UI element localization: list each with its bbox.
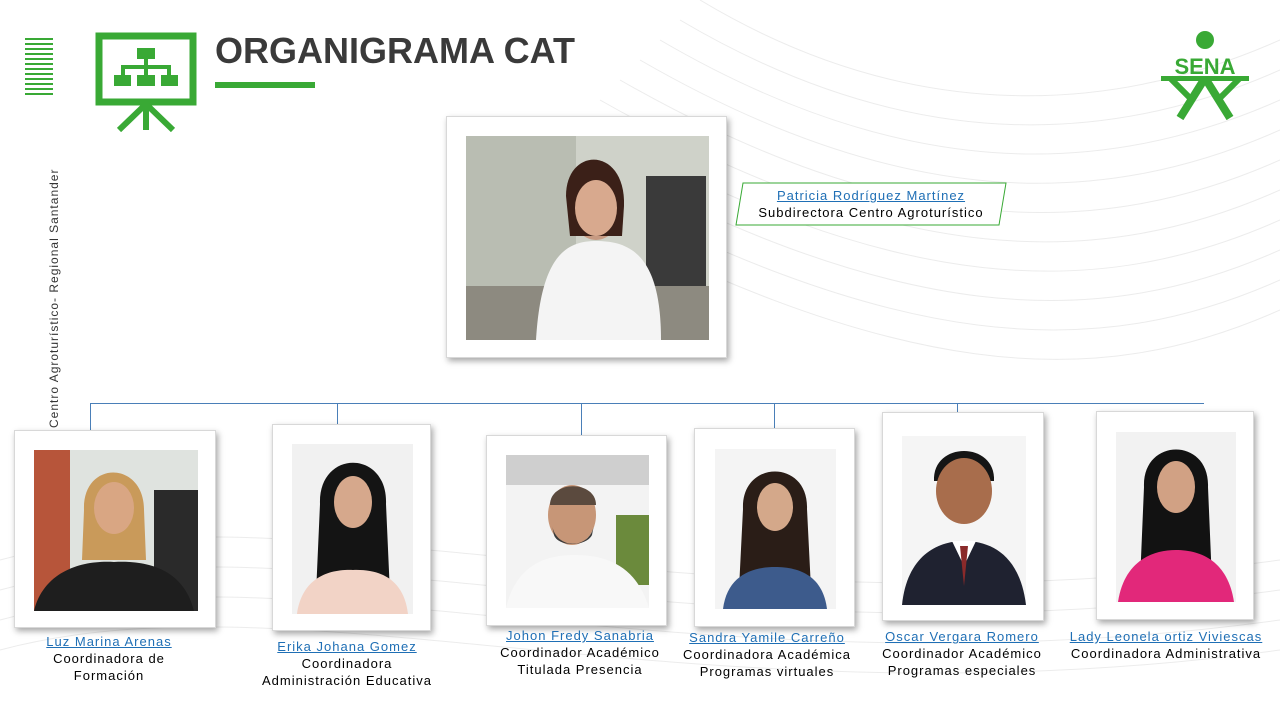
connector-drop-5 [957, 403, 958, 412]
title-underline [215, 82, 315, 88]
page-title: ORGANIGRAMA CAT [215, 30, 575, 71]
staff-name-link[interactable]: Erika Johana Gomez [277, 639, 417, 654]
staff-name-link[interactable]: Lady Leonela ortiz Viviescas [1069, 629, 1263, 644]
leader-photo [466, 136, 709, 340]
staff-photo [715, 449, 836, 609]
staff-photo-frame [882, 412, 1044, 621]
sena-logo-text: SENA [1174, 54, 1235, 79]
staff-photo [506, 455, 649, 608]
staff-name-link[interactable]: Sandra Yamile Carreño [689, 630, 845, 645]
staff-photo-frame [486, 435, 667, 626]
staff-caption: Luz Marina Arenas Coordinadora de Formac… [14, 633, 204, 684]
staff-photo-frame [694, 428, 855, 627]
decorative-stripes [25, 38, 53, 96]
staff-photo [1116, 432, 1236, 602]
staff-role-line1: Coordinadora Administrativa [1070, 646, 1262, 661]
connector-drop-2 [337, 403, 338, 424]
staff-photo [292, 444, 413, 614]
leader-role: Subdirectora Centro Agroturístico [758, 205, 984, 220]
staff-caption: Sandra Yamile Carreño Coordinadora Acadé… [672, 629, 862, 680]
staff-role-line1: Coordinadora [301, 656, 393, 671]
staff-role-line1: Coordinador Académico [882, 646, 1042, 661]
staff-role-line2: Administración Educativa [262, 673, 432, 688]
staff-role-line2: Programas especiales [887, 663, 1037, 678]
side-caption: Centro Agroturístico- Regional Santander [47, 168, 61, 428]
staff-photo-frame [272, 424, 431, 631]
staff-name-link[interactable]: Oscar Vergara Romero [885, 629, 1039, 644]
staff-role-line1: Coordinadora de [53, 651, 165, 666]
presentation-board-orgchart-icon [95, 32, 197, 132]
staff-photo [902, 436, 1026, 605]
connector-drop-4 [774, 403, 775, 428]
connector-drop-3 [581, 403, 582, 435]
leader-name-link[interactable]: Patricia Rodríguez Martínez [776, 188, 966, 203]
staff-role-line2: Programas virtuales [699, 664, 835, 679]
sena-logo: SENA [1161, 31, 1249, 120]
staff-role-line1: Coordinador Académico [500, 645, 660, 660]
staff-role-line2: Titulada Presencia [517, 662, 643, 677]
staff-photo-frame [14, 430, 216, 628]
staff-role-line1: Coordinadora Académica [683, 647, 851, 662]
staff-role-line2: Formación [73, 668, 145, 683]
staff-caption: Oscar Vergara Romero Coordinador Académi… [864, 628, 1060, 679]
connector-drop-1 [90, 403, 91, 430]
connector-horizontal [90, 403, 1204, 404]
staff-caption: Lady Leonela ortiz Viviescas Coordinador… [1062, 628, 1270, 662]
leader-name-box: Patricia Rodríguez Martínez Subdirectora… [735, 182, 1007, 226]
staff-name-link[interactable]: Johon Fredy Sanabria [506, 628, 654, 643]
staff-caption: Johon Fredy Sanabria Coordinador Académi… [482, 627, 678, 678]
staff-photo [34, 450, 198, 611]
staff-caption: Erika Johana Gomez Coordinadora Administ… [252, 638, 442, 689]
staff-name-link[interactable]: Luz Marina Arenas [46, 634, 172, 649]
leader-photo-frame [446, 116, 727, 358]
staff-photo-frame [1096, 411, 1254, 620]
